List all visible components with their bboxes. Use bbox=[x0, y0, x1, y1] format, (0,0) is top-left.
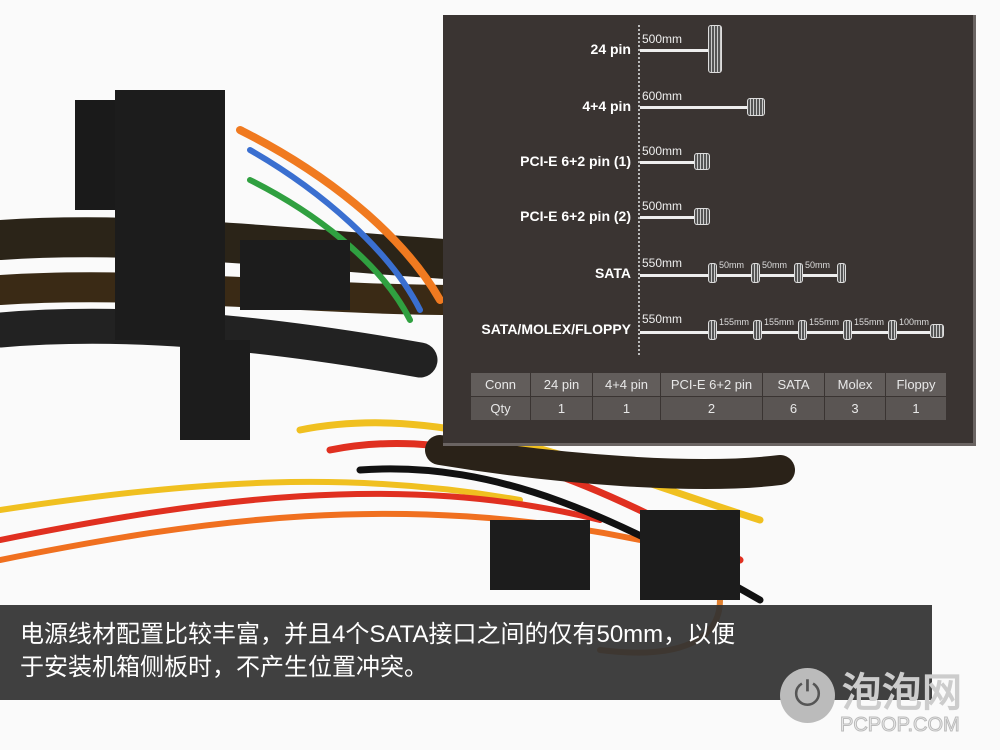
molex-connector-icon bbox=[798, 320, 807, 340]
table-cell: 24 pin bbox=[530, 372, 593, 397]
table-cell: 1 bbox=[885, 396, 947, 421]
segment-label: 50mm bbox=[719, 260, 745, 270]
table-cell: 1 bbox=[592, 396, 661, 421]
sata-connector-icon bbox=[753, 320, 762, 340]
segment-label: 155mm bbox=[719, 317, 750, 327]
row-label: PCI-E 6+2 pin (2) bbox=[520, 208, 631, 224]
sata-connector-icon bbox=[794, 263, 803, 283]
caption-line: 电源线材配置比较丰富，并且4个SATA接口之间的仅有50mm，以便 bbox=[20, 621, 736, 648]
table-cell: 1 bbox=[530, 396, 593, 421]
table-cell: Molex bbox=[824, 372, 886, 397]
row-label: SATA/MOLEX/FLOPPY bbox=[481, 321, 631, 337]
molex-connector-icon bbox=[843, 320, 852, 340]
table-cell: 4+4 pin bbox=[592, 372, 661, 397]
24pin-connector-icon bbox=[708, 25, 722, 73]
segment-label: 50mm bbox=[805, 260, 831, 270]
table-cell: 6 bbox=[762, 396, 825, 421]
segment-label: 50mm bbox=[762, 260, 788, 270]
row-label: 4+4 pin bbox=[582, 98, 631, 114]
molex-connector-icon bbox=[888, 320, 897, 340]
cable-line bbox=[640, 274, 845, 277]
sata-connector-icon bbox=[708, 320, 717, 340]
cable-line bbox=[640, 331, 940, 334]
pcie-connector-icon bbox=[694, 208, 710, 225]
cable-line bbox=[640, 216, 695, 219]
pcie-connector-icon bbox=[694, 153, 710, 170]
segment-label: 100mm bbox=[899, 317, 930, 327]
length-label: 500mm bbox=[642, 144, 683, 158]
table-header-row: Conn 24 pin 4+4 pin PCI-E 6+2 pin SATA M… bbox=[470, 372, 947, 397]
dotted-axis bbox=[638, 25, 640, 355]
segment-label: 155mm bbox=[809, 317, 840, 327]
watermark-en: PCPOP.COM bbox=[840, 714, 961, 737]
cable-line bbox=[640, 106, 748, 109]
caption-line: 于安装机箱侧板时，不产生位置冲突。 bbox=[20, 654, 428, 681]
table-cell: Qty bbox=[470, 396, 531, 421]
table-cell: PCI-E 6+2 pin bbox=[660, 372, 763, 397]
row-label: 24 pin bbox=[590, 41, 631, 57]
table-row: Qty 1 1 2 6 3 1 bbox=[470, 396, 947, 421]
table-cell: Floppy bbox=[885, 372, 947, 397]
watermark-cn: 泡泡网 bbox=[842, 671, 962, 715]
cable-diagram-panel: 24 pin 500mm 4+4 pin 600mm PCI-E 6+2 pin… bbox=[443, 15, 976, 446]
segment-label: 155mm bbox=[764, 317, 795, 327]
table-cell: 2 bbox=[660, 396, 763, 421]
length-label: 500mm bbox=[642, 32, 683, 46]
caption-bar: 电源线材配置比较丰富，并且4个SATA接口之间的仅有50mm，以便 于安装机箱侧… bbox=[0, 605, 932, 700]
sata-connector-icon bbox=[837, 263, 846, 283]
length-label: 550mm bbox=[642, 256, 683, 270]
sata-connector-icon bbox=[751, 263, 760, 283]
power-icon: ⏻ bbox=[780, 668, 835, 723]
row-label: SATA bbox=[594, 265, 631, 281]
row-label: PCI-E 6+2 pin (1) bbox=[520, 153, 631, 169]
table-cell: 3 bbox=[824, 396, 886, 421]
table-cell: Conn bbox=[470, 372, 531, 397]
segment-label: 155mm bbox=[854, 317, 885, 327]
8pin-connector-icon bbox=[747, 98, 765, 116]
connector-table: Conn 24 pin 4+4 pin PCI-E 6+2 pin SATA M… bbox=[470, 372, 947, 421]
length-label: 500mm bbox=[642, 199, 683, 213]
sata-connector-icon bbox=[708, 263, 717, 283]
cable-line bbox=[640, 49, 710, 52]
length-label: 550mm bbox=[642, 312, 683, 326]
floppy-connector-icon bbox=[930, 324, 944, 338]
watermark-logo: ⏻ 泡泡网 PCPOP.COM bbox=[780, 660, 990, 740]
table-cell: SATA bbox=[762, 372, 825, 397]
length-label: 600mm bbox=[642, 89, 683, 103]
cable-line bbox=[640, 161, 695, 164]
